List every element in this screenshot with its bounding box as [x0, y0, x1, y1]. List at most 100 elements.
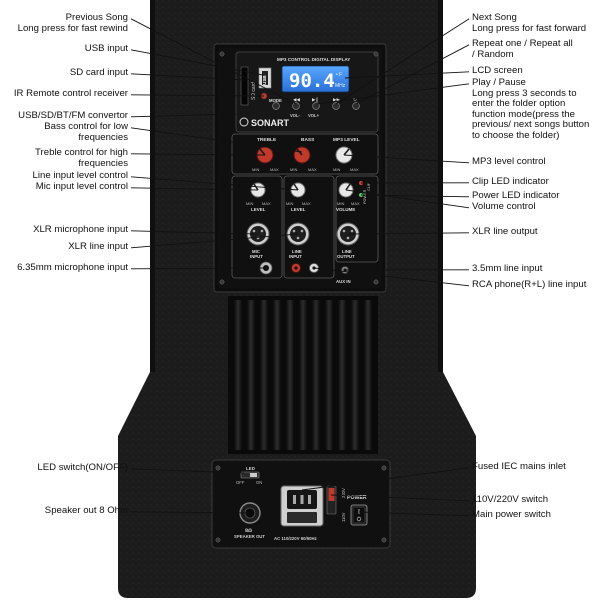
- line-input-label-2: INPUT: [289, 254, 302, 259]
- volume-label: VOLUME: [336, 207, 355, 212]
- led-off-label: OFF: [236, 480, 245, 485]
- screw-icon: [219, 51, 225, 57]
- callout-line: Long press for fast forward: [472, 22, 587, 34]
- callout-line: Long press 3 seconds to: [472, 87, 577, 99]
- play-pause-label: ▶||: [312, 97, 319, 103]
- screw-icon: [381, 537, 387, 543]
- power-switch-label: POWER: [347, 495, 367, 501]
- lcd-value: 90.4: [289, 70, 335, 92]
- xlr-line-input-leader: [130, 233, 299, 249]
- speaker-out-leader: [130, 511, 251, 514]
- callout-line: LED switch(ON/OFF): [37, 462, 128, 473]
- previous-icon: ◀◀: [293, 98, 300, 103]
- lcd-unit-top: • F: [336, 72, 342, 78]
- next-icon: ▶▶: [333, 98, 340, 103]
- aux-in-label: AUX IN: [336, 279, 351, 284]
- mic-min: MIN: [246, 201, 253, 206]
- callout-line: Next Song: [472, 12, 517, 23]
- callout-usb-sd-bt-fm-convertor: USB/SD/BT/FM convertor: [18, 110, 128, 122]
- callout-line: 110V/220V switch: [472, 494, 549, 505]
- clip-label: CLIP: [367, 182, 371, 191]
- mp3-module: MP3 CONTROL DIGITAL DISPLAY SD card USB …: [235, 51, 379, 133]
- voltage-switch-leader: [330, 494, 470, 502]
- callout-line: Speaker out 8 Ohm: [44, 505, 128, 516]
- bass-label: BASS: [301, 137, 315, 143]
- led-switch-leader: [130, 468, 245, 474]
- usb-input-leader: [130, 49, 264, 76]
- treble-label: TREBLE: [257, 137, 277, 143]
- callout-line: Previous Song: [65, 12, 128, 23]
- volume-min: MIN: [337, 201, 344, 206]
- mic-level-label: LEVEL: [251, 207, 266, 212]
- mp3-level-label: MP3 LEVEL: [333, 137, 360, 143]
- treble-max: MAX: [270, 167, 279, 172]
- callout-xlr-microphone-input: XLR microphone input: [33, 224, 128, 236]
- callout-mp3-level-control: MP3 level control: [472, 156, 546, 168]
- heatsink-fin: [312, 300, 320, 450]
- play-pause-button[interactable]: ▶||: [312, 97, 320, 110]
- callout-line: MP3 level control: [472, 156, 546, 167]
- heatsink-fin: [364, 300, 372, 450]
- iec-inlet[interactable]: [280, 485, 324, 527]
- usb-label: USB: [262, 75, 267, 85]
- line-level-label: LEVEL: [291, 207, 306, 212]
- callout-xlr-line-output: XLR line output: [472, 226, 538, 238]
- callout-line: Main power switch: [472, 509, 551, 520]
- heatsink-fin: [351, 300, 359, 450]
- line-min: MIN: [286, 201, 293, 206]
- power-led-indicator-leader: [360, 194, 470, 198]
- mode-button-label: MODE: [269, 98, 282, 103]
- line-output-label-2: OUTPUT: [337, 254, 355, 259]
- mp3-level-control-leader: [343, 154, 470, 164]
- heatsink-fin: [273, 300, 281, 450]
- screw-icon: [373, 279, 379, 285]
- brand-logo-icon: [239, 117, 249, 127]
- callout-line: USB input: [84, 43, 128, 54]
- callout-line: Play / Pause: [472, 77, 526, 88]
- speaker-out-label: SPEAKER OUT: [234, 534, 265, 539]
- previous-song-button[interactable]: ◀◀: [292, 98, 301, 110]
- sd-card-label: SD card: [251, 82, 257, 100]
- callout-line: previous/ next songs button: [472, 119, 590, 131]
- callout-mic-input-level-control: Mic input level control: [36, 181, 128, 193]
- bass-min: MIN: [290, 167, 297, 172]
- callout-line: XLR microphone input: [33, 224, 128, 235]
- callout-fused-iec-inlet: Fused IEC mains inlet: [472, 461, 566, 473]
- mp3-max: MAX: [350, 167, 359, 172]
- callout-sd-card-input: SD card input: [70, 67, 128, 79]
- repeat-mode-button[interactable]: ↻: [352, 98, 360, 110]
- vol-plus-label: VOL+: [308, 113, 320, 118]
- bass-knob[interactable]: [293, 146, 311, 164]
- screw-icon: [215, 537, 221, 543]
- sd-card-input-leader: [130, 73, 245, 81]
- led-on-label: ON: [256, 480, 262, 485]
- usb-sd-bt-fm-convertor-leader: [130, 113, 237, 118]
- microphone-input-635-leader: [130, 267, 267, 270]
- screw-icon: [215, 465, 221, 471]
- ir-remote-receiver-leader: [130, 94, 265, 97]
- mode-button[interactable]: MODE: [269, 98, 282, 110]
- heatsink-fin: [247, 300, 255, 450]
- next-song-button[interactable]: ▶▶: [332, 98, 341, 110]
- rca-right-jack[interactable]: [291, 263, 301, 273]
- mic-input-label-2: INPUT: [250, 254, 263, 259]
- repeat-icon: ↻: [353, 98, 357, 103]
- heatsink-fin: [325, 300, 333, 450]
- heatsink-fin: [260, 300, 268, 450]
- callout-line: Long press for fast rewind: [17, 22, 128, 34]
- lcd-screen: [281, 65, 350, 93]
- voltage-selector[interactable]: [326, 485, 337, 515]
- mic-max: MAX: [262, 201, 271, 206]
- callout-repeat-mode: Repeat one / Repeat all/ Random: [472, 38, 573, 60]
- callout-speaker-out: Speaker out 8 Ohm: [44, 505, 128, 517]
- callout-lcd-screen: LCD screen: [472, 65, 523, 77]
- callout-line: to choose the folder): [472, 129, 560, 141]
- sd-card-slot[interactable]: [240, 66, 249, 106]
- screw-icon: [381, 465, 387, 471]
- callout-line: Power LED indicator: [472, 190, 560, 201]
- main-power-switch[interactable]: [350, 504, 368, 526]
- v220-label: 220V: [341, 488, 346, 498]
- treble-control-leader: [130, 153, 266, 156]
- heatsink-fin: [286, 300, 294, 450]
